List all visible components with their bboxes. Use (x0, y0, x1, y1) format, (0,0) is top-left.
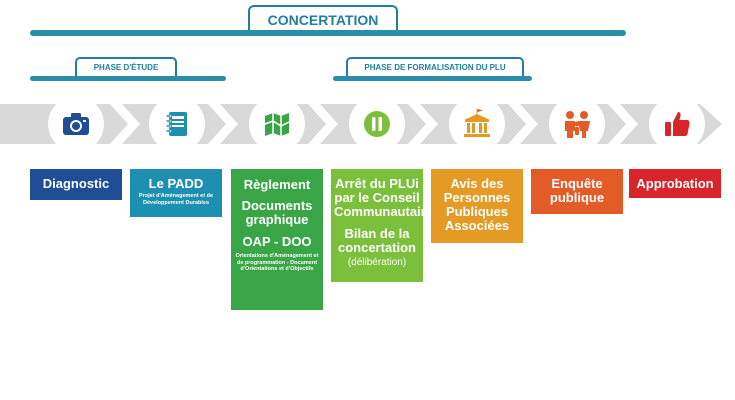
arret-title: Arrêt du PLUi par le Conseil Communautai… (334, 176, 433, 219)
enquete-title: Enquête publique (549, 176, 605, 205)
thumbs-up-icon (649, 96, 705, 152)
building-icon (449, 96, 505, 152)
phase-etude-label: PHASE D'ÉTUDE (93, 63, 159, 72)
phase-etude-tab: PHASE D'ÉTUDE (75, 57, 177, 77)
phase-formalisation-bar (333, 76, 532, 81)
pause-icon (349, 96, 405, 152)
bilan-title: Bilan de la concertation (337, 226, 416, 255)
camera-icon (48, 96, 104, 152)
map-icon (249, 96, 305, 152)
step-approbation: Approbation (629, 169, 721, 198)
step-diagnostic: Diagnostic (30, 169, 122, 200)
family-icon (549, 96, 605, 152)
approbation-title: Approbation (636, 176, 714, 191)
step-avis: Avis des Personnes Publiques Associées (431, 169, 523, 243)
phase-formalisation-label: PHASE DE FORMALISATION DU PLU (364, 63, 506, 72)
documents-graphique-title: Documents graphique (241, 198, 313, 227)
concertation-bar (30, 30, 626, 36)
padd-subtitle: Projet d'Aménagement et de Développement… (138, 193, 214, 206)
padd-title: Le PADD (148, 176, 204, 191)
step-arret: Arrêt du PLUi par le Conseil Communautai… (331, 169, 433, 282)
reglement-subtitle: Orientations d'Aménagement et de program… (235, 253, 319, 272)
step-enquete: Enquête publique (531, 169, 623, 214)
phase-formalisation-tab: PHASE DE FORMALISATION DU PLU (346, 57, 524, 77)
concertation-label: CONCERTATION (267, 12, 379, 28)
reglement-title: Règlement (243, 177, 311, 192)
phase-etude-bar (30, 76, 226, 81)
concertation-tab: CONCERTATION (248, 5, 398, 31)
oap-doo-title: OAP - DOO (242, 234, 312, 249)
deliberation-note: (délibération) (347, 257, 407, 268)
diagnostic-title: Diagnostic (42, 176, 110, 191)
avis-title: Avis des Personnes Publiques Associées (443, 176, 511, 233)
notebook-icon (149, 96, 205, 152)
step-padd: Le PADD Projet d'Aménagement et de Dével… (130, 169, 222, 217)
step-reglement: Règlement Documents graphique OAP - DOO … (231, 169, 323, 310)
